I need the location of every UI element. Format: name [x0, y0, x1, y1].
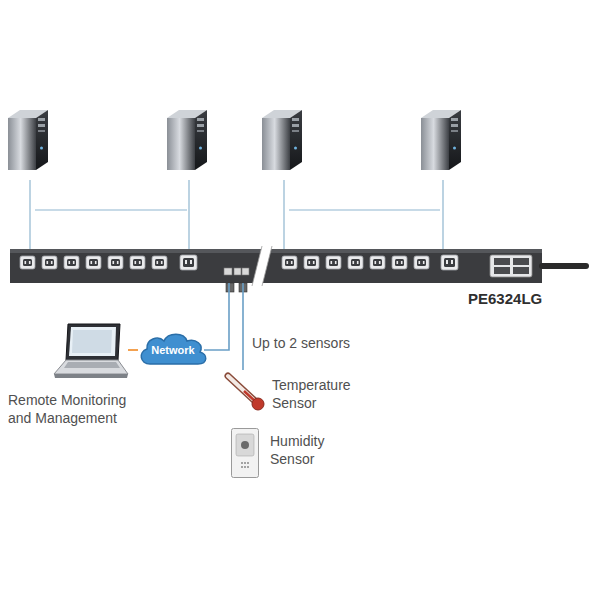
power-wires	[30, 180, 443, 252]
temperature-sensor-outline	[220, 370, 270, 414]
humidity-sensor: Humidity Sensor	[231, 428, 259, 478]
model-label: PE6324LG	[468, 290, 578, 308]
pdu-strip	[10, 246, 586, 292]
laptop-node: Remote Monitoring and Management	[54, 322, 128, 380]
computers	[8, 110, 461, 170]
humidity-sensor-outline	[231, 428, 259, 478]
cloud-label: Network	[138, 341, 208, 359]
connector	[243, 283, 244, 370]
laptop-caption: Remote Monitoring and Management	[8, 391, 148, 427]
network-cloud: Network	[138, 330, 208, 370]
sensor-label: Humidity Sensor	[270, 432, 342, 468]
laptop-node-outline	[54, 322, 128, 380]
pdu-strip-node: PE6324LG	[10, 249, 542, 283]
sensor-label: Temperature Sensor	[272, 376, 370, 412]
connector	[128, 350, 138, 351]
connector	[204, 283, 229, 350]
temperature-sensor: Temperature Sensor	[220, 370, 270, 414]
sensor-count-label: Up to 2 sensors	[250, 334, 352, 352]
